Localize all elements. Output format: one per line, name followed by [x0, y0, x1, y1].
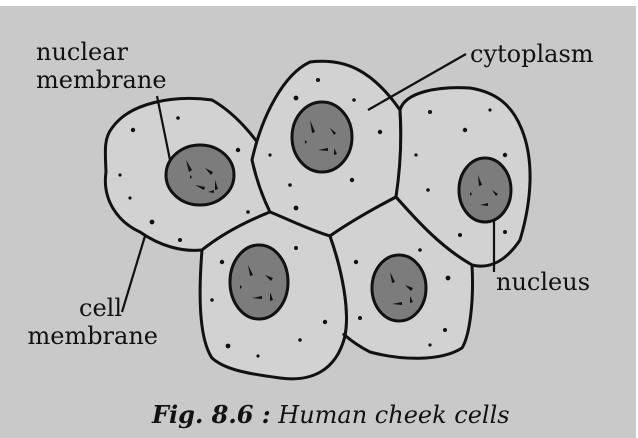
nucleus-right [459, 158, 511, 222]
label-cell-membrane-line1: cell [26, 294, 158, 322]
label-nuclear-membrane-line1: nuclear [36, 38, 167, 66]
nucleus-bottom-right [372, 255, 426, 321]
label-nucleus: nucleus [496, 268, 590, 296]
nucleus-left [166, 145, 234, 205]
label-cell-membrane-line2: membrane [26, 322, 158, 350]
nucleus-top-middle [292, 102, 352, 172]
label-nuclear-membrane: nuclear membrane [36, 38, 167, 94]
figure-number: Fig. 8.6 : [152, 400, 271, 429]
label-cytoplasm: cytoplasm [470, 40, 594, 68]
figure-title: Human cheek cells [278, 401, 509, 429]
label-cell-membrane: cell membrane [26, 294, 158, 350]
figure-caption: Fig. 8.6 : Human cheek cells [152, 400, 510, 429]
label-nuclear-membrane-line2: membrane [36, 66, 167, 94]
nucleus-bottom-left [230, 245, 288, 319]
